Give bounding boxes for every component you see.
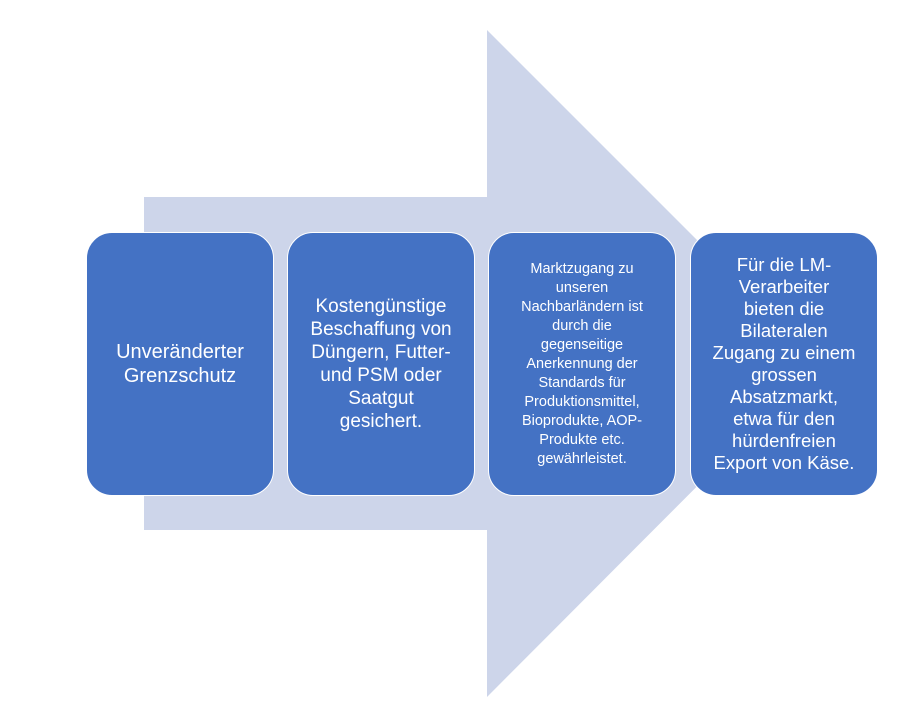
step-text: Für die LM- Verarbeiter bieten die Bilat… (712, 254, 856, 473)
arrow-shape (144, 30, 820, 697)
step-box-grenzschutz: Unveränderter Grenzschutz (86, 232, 274, 496)
step-box-beschaffung: Kostengünstige Beschaffung von Düngern, … (287, 232, 475, 496)
step-box-marktzugang: Marktzugang zu unseren Nachbarländern is… (488, 232, 676, 496)
step-text: Kostengünstige Beschaffung von Düngern, … (310, 296, 452, 432)
step-text: Unveränderter Grenzschutz (116, 341, 244, 387)
step-box-absatzmarkt: Für die LM- Verarbeiter bieten die Bilat… (690, 232, 878, 496)
step-text: Marktzugang zu unseren Nachbarländern is… (521, 260, 643, 467)
